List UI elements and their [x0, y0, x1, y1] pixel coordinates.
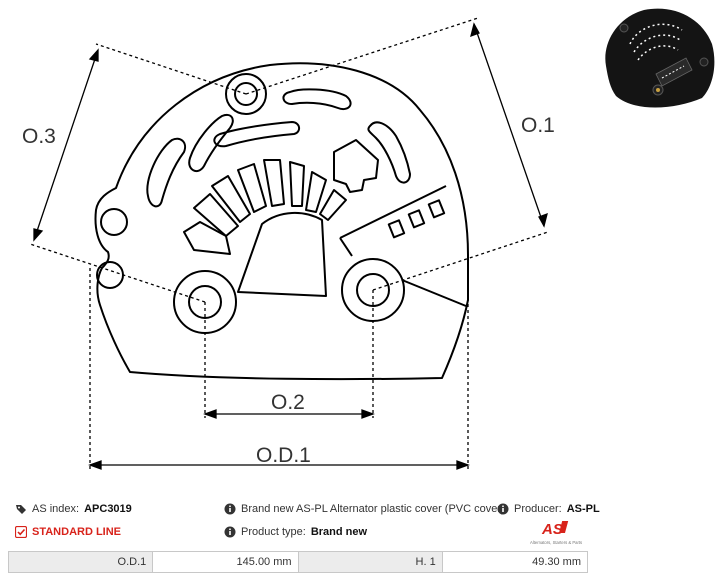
terminal-edge	[339, 237, 353, 257]
o1-dim-line	[473, 23, 545, 227]
product-type-label: Product type:	[241, 526, 306, 538]
alternator-cover-photo	[605, 8, 715, 108]
logo-tagline: Alternators, Starters & Parts	[530, 540, 582, 545]
product-type-row: Product type: Brand new	[224, 526, 367, 538]
slot-d	[367, 121, 411, 184]
label-o2: O.2	[271, 391, 305, 414]
terminal-window-3	[427, 199, 446, 219]
spec-value-h1: 49.30 mm	[441, 551, 589, 573]
info-icon	[224, 526, 236, 538]
label-od1: O.D.1	[256, 444, 311, 467]
fin-1	[183, 221, 231, 255]
spec-label-h1: H. 1	[297, 551, 443, 573]
top-ear-outer	[225, 73, 267, 115]
as-index-value: APC3019	[84, 503, 132, 515]
producer-value: AS-PL	[566, 503, 600, 515]
fin-8	[319, 189, 347, 221]
terminal-block	[339, 185, 447, 239]
fin-5	[263, 159, 285, 207]
spec-value-od1: 145.00 mm	[152, 551, 299, 573]
standard-line-badge: STANDARD LINE	[32, 526, 122, 538]
arc-bar	[213, 121, 300, 148]
hub-cutout	[237, 211, 327, 297]
fin-3	[211, 175, 251, 223]
connector-socket	[333, 139, 379, 193]
side-hole-lower	[96, 261, 124, 289]
info-icon	[224, 503, 236, 515]
lower-right-edge	[401, 279, 467, 307]
terminal-window-2	[407, 209, 426, 229]
description-row: Brand new AS-PL Alternator plastic cover…	[224, 503, 505, 515]
technical-drawing: O.1 O.3 O.2 O.D.1	[22, 17, 555, 470]
fin-2	[193, 193, 239, 237]
producer-row: Producer: AS-PL	[497, 503, 600, 515]
o3-extension-bottom	[29, 243, 206, 303]
checkbox-checked-icon	[15, 526, 27, 538]
o1-extension-top	[245, 17, 479, 95]
standard-line-row: STANDARD LINE	[15, 526, 121, 538]
fin-7	[305, 171, 327, 213]
o1-extension-bottom	[372, 231, 549, 291]
fin-4	[237, 163, 267, 213]
as-pl-logo: AS Alternators, Starters & Parts	[530, 521, 582, 545]
description-text: Brand new AS-PL Alternator plastic cover…	[241, 503, 505, 515]
table-row: O.D.1 145.00 mm H. 1 49.30 mm	[7, 551, 589, 573]
as-index-row: AS index: APC3019	[15, 503, 132, 515]
o3-dim-line	[33, 49, 99, 241]
info-icon	[497, 503, 509, 515]
slot-a	[146, 137, 186, 208]
spec-table: O.D.1 145.00 mm H. 1 49.30 mm	[7, 551, 589, 573]
side-hole-upper	[100, 208, 128, 236]
fin-6	[289, 161, 305, 207]
terminal-window-1	[387, 219, 406, 239]
label-o1: O.1	[521, 114, 555, 137]
spec-label-od1: O.D.1	[7, 551, 154, 573]
right-mount-inner	[356, 273, 390, 307]
top-ear-inner	[234, 82, 258, 106]
logo-mark: AS	[541, 521, 563, 538]
slot-b	[188, 114, 234, 173]
slot-c	[282, 88, 352, 110]
o3-extension-top	[95, 43, 247, 95]
as-index-label: AS index:	[32, 503, 80, 515]
left-mount-inner	[188, 285, 222, 319]
label-o3: O.3	[22, 125, 56, 148]
product-type-value: Brand new	[310, 526, 368, 538]
producer-label: Producer:	[514, 503, 562, 515]
tag-icon	[15, 503, 27, 515]
